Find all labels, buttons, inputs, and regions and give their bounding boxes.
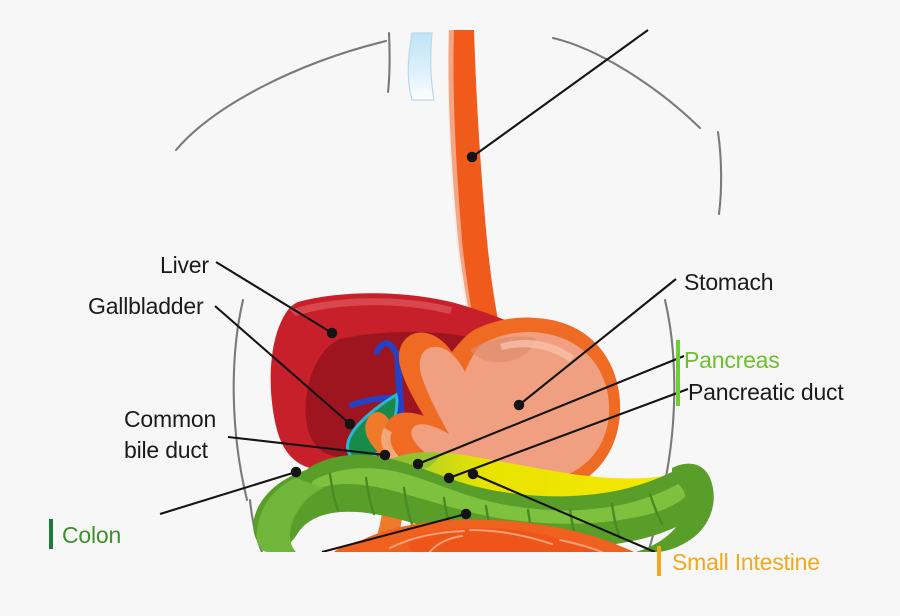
leader-esophagus xyxy=(466,29,649,163)
colon-descending-segment xyxy=(636,463,714,552)
stomach-highlight xyxy=(500,340,574,362)
leader-gallbladder xyxy=(214,305,356,430)
leader-pancreatic-duct xyxy=(443,388,689,484)
leader-duodenum xyxy=(159,466,302,516)
colon-color-swatch xyxy=(49,519,53,549)
label-gallbladder: Gallbladder xyxy=(88,293,204,319)
leader-colon xyxy=(321,508,472,552)
small-intestine-color-swatch xyxy=(657,546,661,576)
leader-common-bile-duct xyxy=(227,435,391,461)
small-intestine-loops xyxy=(407,528,602,552)
leader-lines xyxy=(159,29,689,552)
leader-pancreas xyxy=(412,355,685,470)
label-stomach: Stomach xyxy=(684,269,774,295)
leader-small-intestine xyxy=(467,468,656,552)
label-colon: Colon xyxy=(62,522,122,548)
label-liver: Liver xyxy=(160,252,209,278)
label-small-intestine: Small Intestine xyxy=(672,549,820,575)
esophagus-highlight xyxy=(447,30,478,346)
label-pancreatic-duct: Pancreatic duct xyxy=(688,379,844,405)
pancreas-color-swatch xyxy=(676,340,680,406)
liver-edge-highlight xyxy=(290,298,452,316)
colon-ascending-segment xyxy=(256,478,324,552)
trachea-organ xyxy=(407,32,435,101)
leader-stomach xyxy=(513,278,677,411)
leader-liver xyxy=(215,261,338,339)
colon-haustra-highlight xyxy=(311,468,691,524)
label-common-bile-duct: Common bile duct xyxy=(124,406,217,463)
small-intestine-folds xyxy=(389,529,603,552)
label-pancreas: Pancreas xyxy=(684,347,780,373)
